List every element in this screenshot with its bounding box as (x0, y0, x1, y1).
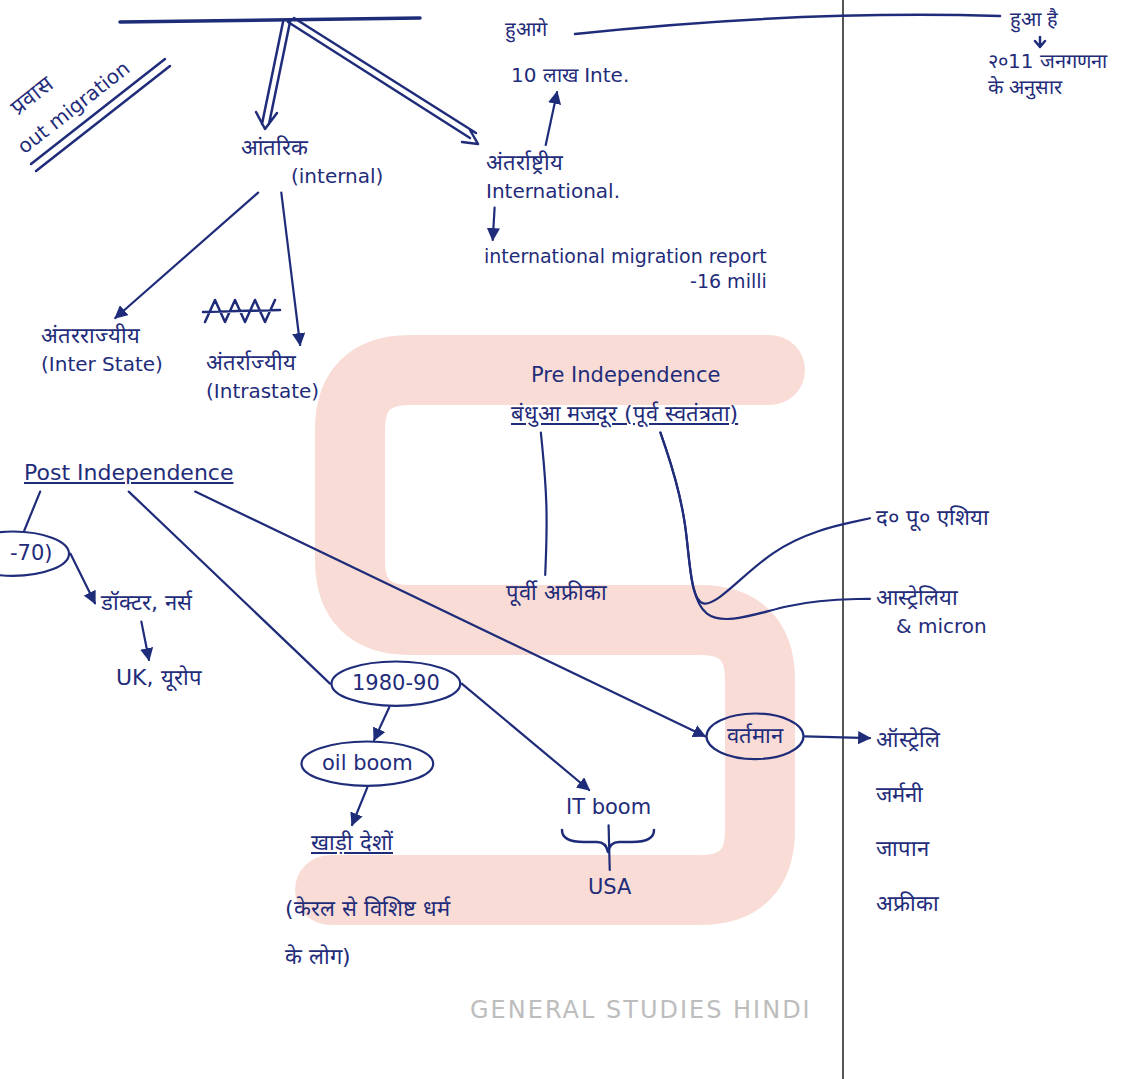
period-oval: -70) (0, 530, 71, 577)
node-text: अंतर्राज्यीय (206, 349, 319, 378)
node-text: बंधुआ मजदूर (पूर्व स्वतंत्रता) (511, 400, 738, 429)
branch-arrow-right (288, 18, 478, 144)
connector (609, 825, 610, 870)
node-text: international migration report (484, 244, 767, 269)
node-text: 10 लाख Inte. (511, 62, 629, 88)
ellipse-outline (302, 742, 434, 786)
note-text: २०11 जनगणना के अनुसार (988, 48, 1113, 100)
connector (374, 707, 389, 740)
node-text: Post Independence (24, 459, 233, 488)
node-text: UK, यूरोप (116, 664, 202, 693)
node-subtext: जापान (876, 835, 940, 864)
period-oval: वर्तमान (705, 712, 805, 761)
ellipse-outline (332, 662, 461, 706)
destination-text: खाड़ी देशों (305, 825, 399, 862)
period-oval: 1980-90 (330, 660, 462, 707)
connector (660, 433, 870, 619)
watermark-s-shape (330, 370, 770, 890)
node-text: आंतरिक (241, 134, 383, 163)
top-bar (120, 18, 420, 22)
small-arrow (1035, 37, 1045, 47)
connector (24, 492, 40, 531)
branch-text: अंतर्राष्ट्रीयInternational. (480, 145, 626, 208)
crossed-word-scribble (203, 300, 280, 322)
node-text: वर्तमान (727, 722, 783, 751)
connector (541, 433, 547, 575)
note-text: हुआगे (505, 16, 547, 42)
node-text: ऑस्ट्रेलि (876, 726, 940, 755)
node-text: USA (588, 874, 631, 901)
column-rule (842, 0, 844, 1079)
node-text: IT boom (566, 794, 651, 821)
node-subtext: International. (486, 178, 620, 204)
note-text: हुआ है (1010, 6, 1058, 32)
connector (352, 787, 367, 825)
connector (546, 92, 557, 145)
node-text: -70) (10, 540, 53, 567)
destination-text: USA (582, 870, 637, 905)
node-subtext: (Inter State) (41, 351, 163, 377)
heading-text: Post Independence (18, 455, 239, 492)
node-text: डॉक्टर, नर्स (101, 589, 192, 618)
connector (493, 208, 495, 240)
connector (71, 554, 96, 604)
connector (115, 193, 258, 318)
destination-text: आस्ट्रेलिया& micron (870, 580, 993, 643)
branch-text: आंतरिक(internal) (235, 130, 389, 193)
node-text: पूर्वी अफ्रीका (506, 579, 607, 608)
branch-arrow-left (256, 22, 290, 129)
connector (462, 684, 589, 790)
node-subtext: जर्मनी (876, 781, 940, 810)
node-subtext: & micron (896, 613, 987, 639)
destination-list: ऑस्ट्रेलि जर्मनी जापान अफ्रीका (870, 722, 946, 922)
ellipse-outline (707, 714, 804, 760)
node-text: Pre Independence (531, 362, 720, 389)
node-subtext: (internal) (291, 163, 383, 189)
ellipse-outline (0, 532, 69, 576)
destination-text: द० पू० एशिया (870, 500, 995, 537)
node-text: अंतर्राष्ट्रीय (486, 149, 620, 178)
node-text: अंतरराज्यीय (41, 322, 163, 351)
cause-text: IT boom (560, 790, 657, 825)
watermark-text: GENERAL STUDIES HINDI (470, 995, 812, 1026)
group-text: डॉक्टर, नर्स (95, 585, 198, 622)
node-subtext: अफ्रीका (876, 890, 940, 919)
heading-text: Pre Independence (525, 358, 726, 393)
node-text: द० पू० एशिया (876, 504, 989, 533)
connector (281, 193, 300, 345)
leader-line (575, 15, 1000, 34)
node-text: खाड़ी देशों (311, 829, 393, 858)
node-text: आस्ट्रेलिया (876, 584, 987, 613)
note-text: (केरल से विशिष्ट धर्म के लोग) (285, 885, 450, 982)
note-text: international migration report-16 milli (478, 240, 773, 297)
destination-text: UK, यूरोप (110, 660, 208, 697)
node-subtext: (Intrastate) (206, 378, 319, 404)
cause-oval: oil boom (300, 740, 435, 787)
node-text: oil boom (322, 750, 413, 777)
branch-text: अंतर्राज्यीय(Intrastate) (200, 345, 325, 408)
node-subtext: -16 milli (484, 269, 767, 294)
note-text: 10 लाख Inte. (505, 58, 635, 92)
connector (129, 492, 330, 684)
heading-text: बंधुआ मजदूर (पूर्व स्वतंत्रता) (505, 396, 744, 433)
branch-text: अंतरराज्यीय(Inter State) (35, 318, 169, 381)
connector (805, 736, 870, 738)
connector (141, 622, 149, 660)
destination-text: पूर्वी अफ्रीका (500, 575, 613, 612)
node-text: 1980-90 (352, 670, 440, 697)
connector (195, 492, 705, 737)
